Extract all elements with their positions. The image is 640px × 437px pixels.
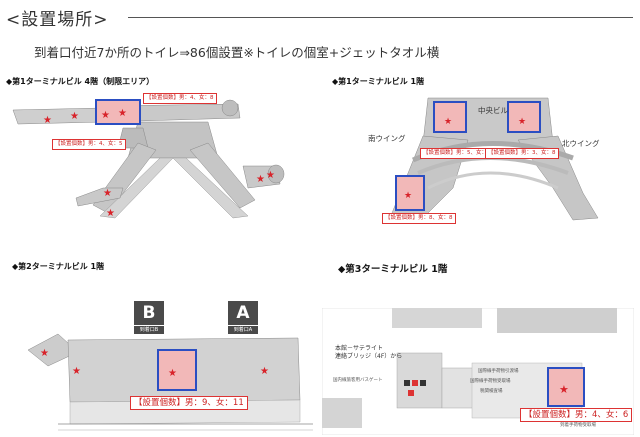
t1-1f-label: ◆第1ターミナルビル 1階 bbox=[332, 77, 425, 86]
t3-1f-count: 【設置個数】男：4、女：6 bbox=[520, 408, 633, 423]
t2-1f-marker: ★ bbox=[168, 368, 177, 379]
t2-1f-label: ◆第2ターミナルビル 1階 bbox=[12, 262, 105, 271]
t1-1f-count-3: 【設置個数】男：8、女：8 bbox=[382, 213, 456, 224]
t2-1f-map: ★ ★ ★ ★ bbox=[28, 333, 313, 431]
t1-4f-marker: ★ bbox=[266, 170, 275, 181]
t3-1f-label: ◆第3ターミナルビル 1階 bbox=[338, 264, 448, 275]
north-wing-label: 北ウイング bbox=[562, 139, 600, 148]
t3-bridge-note: 本館－サテライト 連絡ブリッジ（4F）から bbox=[335, 345, 403, 361]
t1-4f-marker: ★ bbox=[70, 111, 79, 122]
central-building-label: 中央ビル bbox=[478, 106, 508, 115]
t2-1f-count: 【設置個数】男：9、女：11 bbox=[130, 396, 248, 411]
t1-4f-map: ★ ★ ★ ★ ★ ★ ★ ★ bbox=[12, 99, 285, 219]
t3-baggage-claim-note: 国際線手荷物引渡場 bbox=[478, 369, 519, 374]
t1-1f-count-1: 【設置個数】男：5、女：6 bbox=[420, 148, 494, 159]
t1-1f-count-2: 【設置個数】男：3、女：8 bbox=[485, 148, 559, 159]
gate-b-tag: B bbox=[134, 301, 164, 325]
t3-bus-gate-note: 国内線旅客用バスゲート bbox=[333, 378, 383, 383]
page-subtitle: 到着口付近7か所のトイレ⇒86個設置※トイレの個室+ジェットタオル横 bbox=[34, 45, 440, 60]
t1-4f-marker: ★ bbox=[43, 115, 52, 126]
t3-intl-claim-note: 国際線手荷物受取場 bbox=[470, 379, 511, 384]
gate-a-tag: A bbox=[228, 301, 258, 325]
t1-4f-marker: ★ bbox=[118, 108, 127, 119]
t1-1f-marker: ★ bbox=[404, 191, 412, 201]
page-title: <設置場所> bbox=[6, 10, 109, 30]
t2-1f-marker: ★ bbox=[260, 366, 269, 377]
t2-1f-marker: ★ bbox=[72, 366, 81, 377]
t1-4f-marker: ★ bbox=[256, 174, 265, 185]
gate-a-sub: 到着口A bbox=[228, 326, 258, 334]
t1-4f-count-1: 【設置個数】男：4、女：8 bbox=[143, 93, 217, 104]
t3-1f-marker: ★ bbox=[559, 383, 569, 396]
t3-customs-note: 税関検査場 bbox=[480, 389, 503, 394]
gate-b-sub: 到着口B bbox=[134, 326, 164, 334]
t1-1f-marker: ★ bbox=[518, 117, 526, 127]
t1-4f-marker: ★ bbox=[106, 208, 115, 219]
t1-4f-count-2: 【設置個数】男：4、女：5 bbox=[52, 139, 126, 150]
t1-4f-marker: ★ bbox=[103, 188, 112, 199]
south-wing-label: 南ウイング bbox=[368, 134, 406, 143]
t1-4f-label: ◆第1ターミナルビル 4階（制限エリア） bbox=[6, 77, 155, 86]
t1-1f-marker: ★ bbox=[444, 117, 452, 127]
t2-1f-marker: ★ bbox=[40, 348, 49, 359]
title-divider bbox=[128, 17, 633, 18]
t3-domestic-claim-note: 到着手荷物受取場 bbox=[560, 423, 596, 428]
t1-4f-marker: ★ bbox=[101, 110, 110, 121]
